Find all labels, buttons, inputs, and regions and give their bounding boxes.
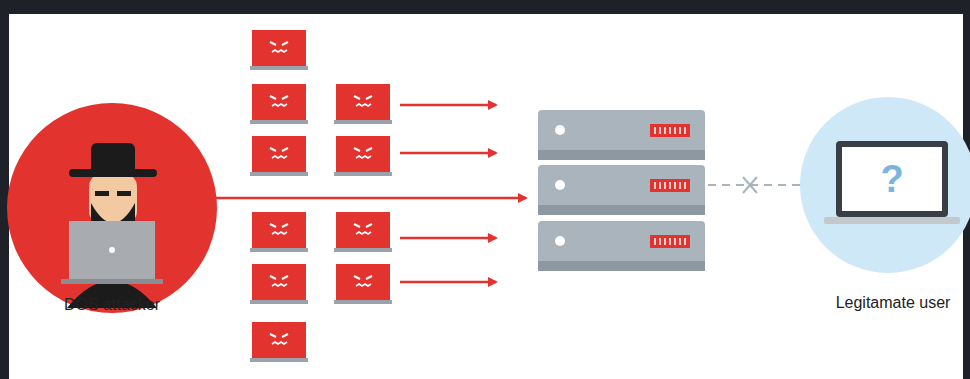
screen-symbol: ? <box>880 158 903 201</box>
user-circle: ? Legitamate user <box>800 97 970 322</box>
circle-outline <box>800 97 970 322</box>
node-label: DOS attacker <box>64 296 160 314</box>
node-label: Legitamate user <box>836 294 951 312</box>
attacker-circle: DOS attacker <box>7 103 219 339</box>
